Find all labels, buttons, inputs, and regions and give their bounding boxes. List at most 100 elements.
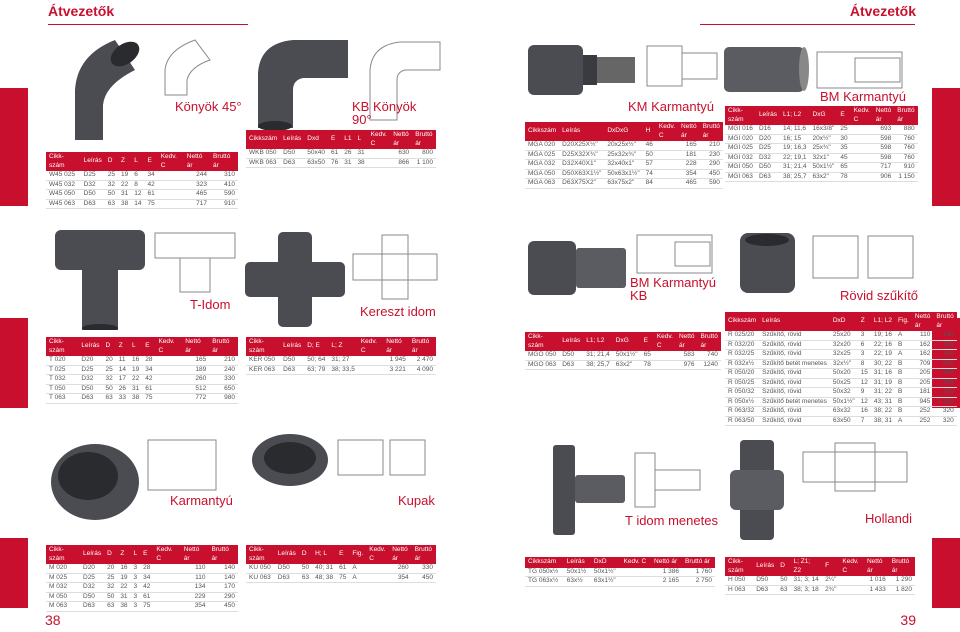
table-cell: D20X25X½" — [559, 141, 605, 151]
table-cell: 3 — [130, 592, 141, 602]
col-header: Leírás — [559, 332, 584, 351]
table-cell: 1 150 — [894, 172, 918, 182]
cap-drawing — [335, 435, 430, 480]
table-cell: 32 — [102, 374, 116, 385]
coupling-drawing — [145, 435, 220, 495]
table-cell: M 025 — [46, 573, 80, 583]
table-cell: Szűkítő, rövid — [759, 349, 830, 360]
title-hollandi: Hollandi — [865, 511, 912, 526]
table-cell: 717 — [183, 199, 210, 209]
table-cell: MGI 016 — [725, 125, 756, 135]
col-header: Kedv. C — [620, 557, 652, 568]
table-cell — [839, 585, 864, 595]
table-cell: 57 — [642, 159, 656, 170]
col-header: Kedv. C — [655, 122, 679, 141]
col-header: Cikkszám — [525, 122, 560, 141]
table-cell: W45 050 — [46, 189, 81, 200]
table-cell: KU 050 — [246, 564, 275, 574]
table-cell: 31 — [128, 384, 143, 394]
col-header: Leírás — [274, 545, 299, 564]
table-cell: 323 — [183, 180, 210, 190]
table-cell: 78 — [640, 360, 654, 370]
table-cell — [155, 365, 183, 375]
table-cell: 63; 79 — [304, 365, 329, 375]
table-cell: D63 — [755, 172, 781, 182]
table-cell: 12 — [857, 378, 871, 388]
table-cell: 19 — [117, 573, 131, 583]
table-cell: MGI 025 — [725, 143, 756, 154]
table-cell: 290 — [208, 592, 238, 602]
table-cell: 2¼" — [822, 576, 840, 586]
table-cell: D63 — [80, 601, 105, 612]
table-cell: 19; 16,3 — [780, 143, 810, 154]
table-cell: T 020 — [46, 356, 79, 366]
table-cell: 512 — [182, 384, 210, 394]
col-header: Kedv. C — [850, 106, 873, 125]
table-cell: 760 — [894, 134, 918, 144]
table-cell: 20x25x½" — [604, 141, 643, 151]
table-cell: 38 — [117, 601, 131, 612]
table-cell: 12 — [857, 397, 871, 407]
table-cell: 74 — [642, 169, 656, 179]
table-cell: 709 — [911, 359, 934, 369]
table-cell: T 032 — [46, 374, 79, 385]
table-cell: 32x25 — [829, 349, 858, 360]
col-header: L; Z1; Z2 — [790, 557, 823, 576]
table-cell: WKB 050 — [246, 149, 281, 159]
table-cell — [655, 178, 679, 189]
table-cell: 16 — [128, 356, 143, 366]
kbelbow-photo — [248, 28, 353, 133]
col-header: Nettó ár — [182, 337, 210, 356]
table-cell: W45 032 — [46, 180, 81, 190]
col-header: Z — [857, 312, 871, 331]
table-cell: 25 — [837, 125, 851, 135]
table-cell: KER 063 — [246, 365, 281, 375]
table-cell: A — [349, 564, 367, 574]
table-cell: 32x½" — [829, 359, 858, 369]
table-cell: 3 — [130, 601, 141, 612]
table-cell: D63 — [753, 585, 778, 595]
table-cell: 717 — [872, 162, 895, 173]
cross-photo — [245, 232, 345, 327]
table-cell: D20 — [80, 564, 105, 574]
table-cell: 450 — [208, 601, 238, 612]
table-cell: 61 — [142, 384, 156, 394]
table-cell: 31; 21,4 — [780, 162, 810, 173]
col-header: Cikk-szám — [246, 337, 281, 356]
table-cell: 630 — [390, 149, 413, 159]
table-cell: 65 — [640, 351, 654, 361]
table-cell: 8 — [131, 180, 145, 190]
table-cell: M 032 — [46, 582, 80, 593]
col-header: Leírás — [78, 337, 103, 356]
table-cell: A — [895, 331, 912, 341]
table-cell: 15 — [857, 368, 871, 379]
table-cell: 189 — [182, 365, 210, 375]
table-cell: 50 — [104, 189, 118, 200]
table-cell: MGI 050 — [725, 162, 756, 173]
table-cell: 22 — [117, 582, 131, 593]
table-cell: 8 — [857, 359, 871, 369]
col-header: Fig. — [349, 545, 367, 564]
col-header: L1; L2 — [870, 312, 895, 331]
table-cell: 330 — [209, 374, 238, 385]
table-cell: 2 165 — [651, 576, 683, 587]
table-cell: 260 — [933, 368, 957, 379]
table-cell: 260 — [933, 378, 957, 388]
sidebar-right-3 — [932, 538, 960, 608]
col-header: Cikk-szám — [46, 545, 80, 564]
table-cell: 42 — [142, 374, 156, 385]
table-cell: 20x½" — [809, 134, 838, 144]
col-header: Bruttó ár — [411, 545, 436, 564]
title-tidom: T-Idom — [190, 297, 231, 312]
table-cell: 30; 22 — [870, 359, 895, 369]
table-cell: Szűkítő, rövid — [759, 378, 830, 388]
